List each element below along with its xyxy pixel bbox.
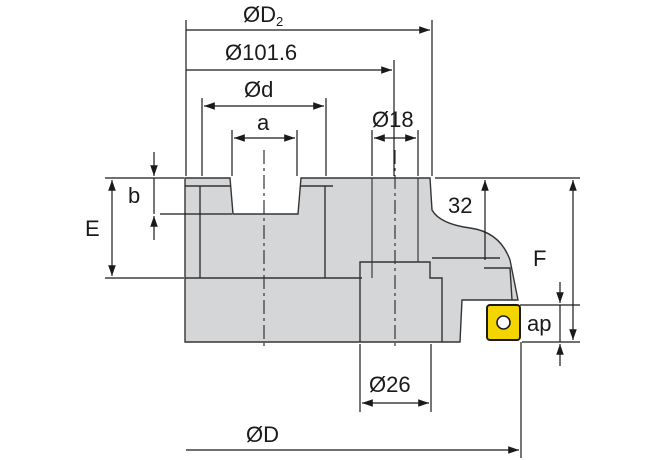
cutter-body	[184, 177, 519, 343]
label-d101: Ø101.6	[225, 40, 297, 65]
insert-pocket	[484, 267, 513, 301]
counterbore	[359, 261, 443, 342]
label-d: Ød	[244, 77, 273, 102]
label-b: b	[128, 183, 140, 208]
label-d2: ØD2	[243, 2, 283, 29]
label-f: F	[533, 246, 546, 271]
label-diameter-d: ØD	[246, 422, 279, 447]
label-angle-32: 32	[448, 193, 472, 218]
label-d18: Ø18	[372, 107, 414, 132]
insert-screw-hole	[496, 315, 511, 330]
dimension-lines	[108, 26, 577, 454]
label-d26: Ø26	[369, 372, 411, 397]
extension-lines	[105, 20, 580, 458]
label-a: a	[257, 110, 270, 135]
label-ap: ap	[527, 311, 551, 336]
label-e: E	[85, 216, 100, 241]
